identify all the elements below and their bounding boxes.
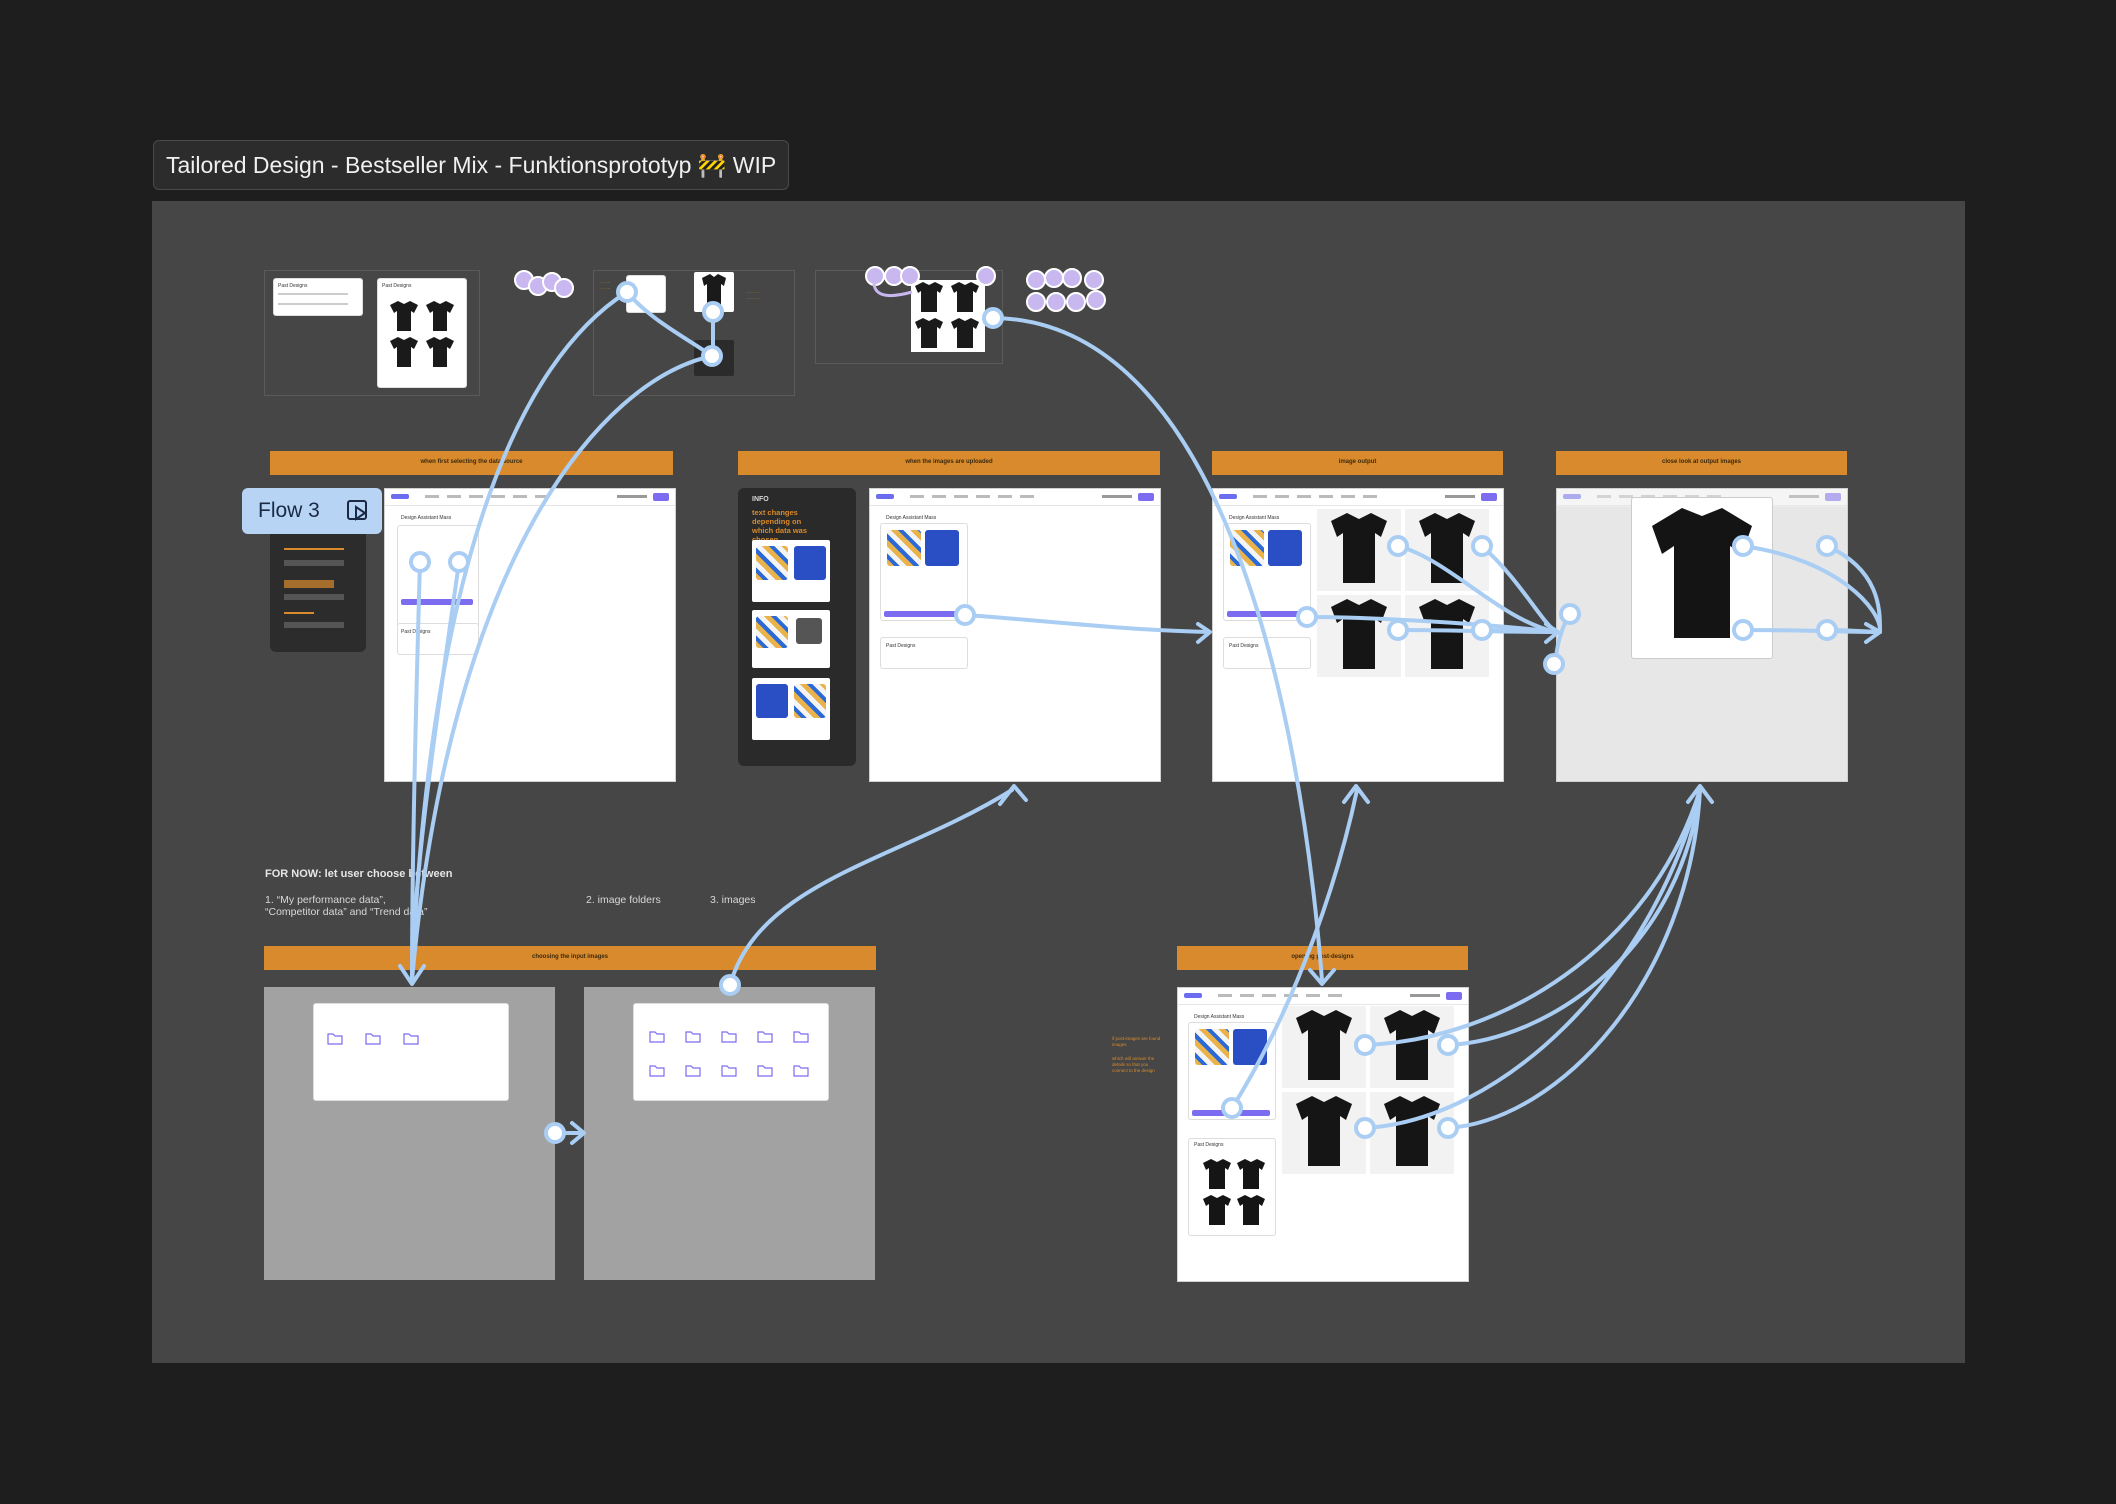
app-topbar <box>1213 489 1503 506</box>
past-designs-card[interactable] <box>397 623 479 655</box>
app-topbar <box>1178 988 1468 1005</box>
image-folders-dialog[interactable] <box>633 1003 829 1101</box>
thumbnail-past-designs-list[interactable]: Past Designs <box>273 278 363 316</box>
past-designs-label: Past Designs <box>401 629 431 635</box>
thumbnail-group-past-designs <box>264 270 480 396</box>
thumbnail-group-upload <box>593 270 795 396</box>
play-icon <box>347 500 367 521</box>
flow-start-badge[interactable]: Flow 3 <box>242 488 382 534</box>
past-designs-card[interactable] <box>1188 1138 1276 1236</box>
input-images-card[interactable] <box>1223 523 1311 621</box>
info-card-3 <box>752 678 830 740</box>
frame-title[interactable]: Tailored Design - Bestseller Mix - Funkt… <box>153 140 790 190</box>
info-card-1 <box>752 540 830 602</box>
selection-handles-cluster <box>1026 268 1106 312</box>
screen-title: Design Assistant Mass <box>401 515 452 521</box>
app-topbar <box>870 489 1160 506</box>
past-designs-label: Past Designs <box>1194 1142 1224 1148</box>
side-note-2: which will answer the details so that yo… <box>1112 1056 1155 1073</box>
generate-button[interactable] <box>401 599 473 605</box>
screen-title: Design Assistant Mass <box>886 515 937 521</box>
screen-step2[interactable]: Design Assistant Mass Past Designs <box>869 488 1161 782</box>
screen-title: Design Assistant Mass <box>1194 1014 1245 1020</box>
data-source-dialog[interactable] <box>313 1003 509 1101</box>
screen-step5a[interactable] <box>264 987 555 1280</box>
tshirt-icon <box>702 274 726 308</box>
info-heading: INFO <box>752 496 769 503</box>
generate-button[interactable] <box>884 611 962 617</box>
tshirt-grid-icon <box>390 301 454 367</box>
step-band-3: image output <box>1212 451 1503 475</box>
screen-step1[interactable]: Design Assistant Mass Past Designs <box>384 488 676 782</box>
tshirt-outputs-grid[interactable] <box>911 280 985 352</box>
step-band-2: when the images are uploaded <box>738 451 1160 475</box>
info-panel: INFO text changes depending on which dat… <box>738 488 856 766</box>
screen-step5b[interactable] <box>584 987 875 1280</box>
info-text: text changes depending on which data was… <box>752 508 808 544</box>
thumbnail-title: Past Designs <box>278 283 308 289</box>
thumbnail-title: Past Designs <box>382 283 412 289</box>
selection-handles-cluster <box>514 270 574 298</box>
screen-title: Design Assistant Mass <box>1229 515 1280 521</box>
note-option1-line2: “Competitor data” and “Trend data” <box>265 906 428 918</box>
folder-icons <box>649 1031 809 1077</box>
thumbnail-past-designs-grid[interactable]: Past Designs <box>377 278 467 388</box>
generate-button[interactable] <box>1227 611 1305 617</box>
past-designs-card[interactable] <box>880 637 968 669</box>
step-band-1: when first selecting the data source <box>270 451 673 475</box>
step-band-5: choosing the input images <box>264 946 876 970</box>
past-designs-label: Past Designs <box>886 643 916 649</box>
info-card-2 <box>752 610 830 668</box>
note-option3: 3. images <box>710 894 756 906</box>
tshirt-grid-icon <box>1203 1159 1265 1225</box>
generated-tshirts-grid[interactable] <box>1282 1006 1462 1176</box>
input-images-card[interactable] <box>880 523 968 621</box>
input-images-card[interactable] <box>1188 1022 1276 1120</box>
annotation-note: ·················· <box>746 290 760 301</box>
note-option2: 2. image folders <box>586 894 661 906</box>
side-note-1: if post-images are found images <box>1112 1036 1161 1047</box>
note-option1-line1: 1. “My performance data”, <box>265 894 386 906</box>
annotation-note: ·············· <box>600 280 611 291</box>
screen-step3[interactable]: Design Assistant Mass Past Designs <box>1212 488 1504 782</box>
screen-step6[interactable]: Design Assistant Mass Past Designs <box>1177 987 1469 1282</box>
past-designs-label: Past Designs <box>1229 643 1259 649</box>
step-band-4: close look at output images <box>1556 451 1847 475</box>
selection-handles-cluster <box>865 266 996 298</box>
flow-label: Flow 3 <box>258 499 320 522</box>
note-for-now: FOR NOW: let user choose between <box>265 868 453 880</box>
folder-icons <box>327 1033 419 1045</box>
tshirt-large-icon <box>1652 508 1752 638</box>
